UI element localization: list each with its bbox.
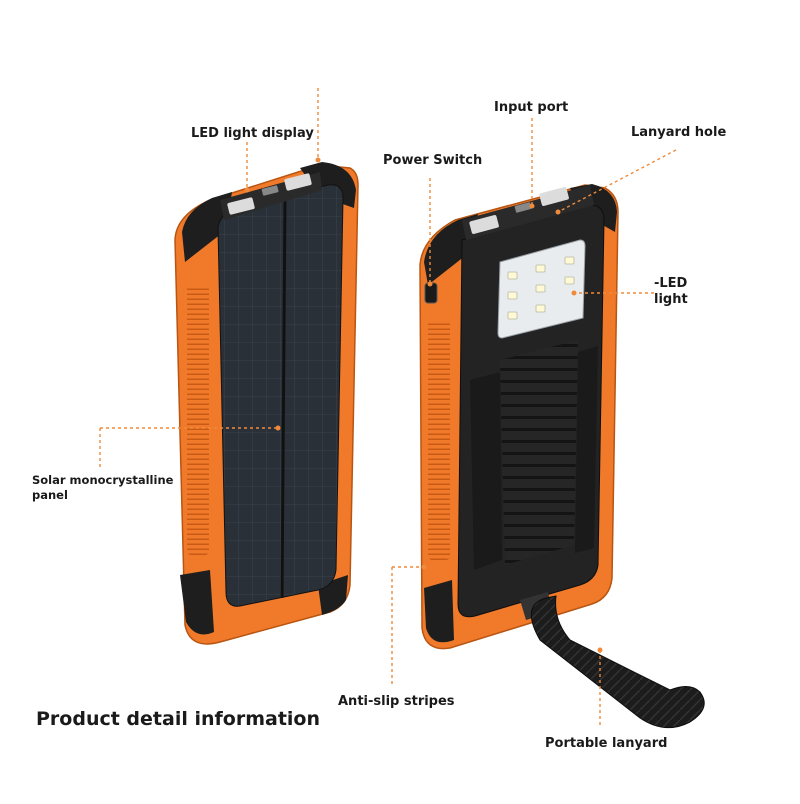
power-switch-label: Power Switch	[383, 153, 483, 168]
annotation-leaders	[99, 88, 677, 725]
lanyard-hole-label: Lanyard hole	[631, 125, 727, 140]
led-light-display-label: LED light display	[191, 126, 314, 141]
solar-panel-label: Solar monocrystalline panel	[32, 473, 174, 502]
anti-slip-stripes-label: Anti-slip stripes	[338, 694, 455, 709]
page-title: Product detail information	[36, 708, 320, 730]
annotation-dots	[244, 157, 603, 653]
solar-side-device	[174, 162, 359, 645]
input-port-label: Input port	[494, 100, 569, 115]
led-light-label: -LED light	[654, 276, 688, 307]
led-side-device	[419, 184, 705, 729]
portable-lanyard-label: Portable lanyard	[545, 736, 668, 751]
